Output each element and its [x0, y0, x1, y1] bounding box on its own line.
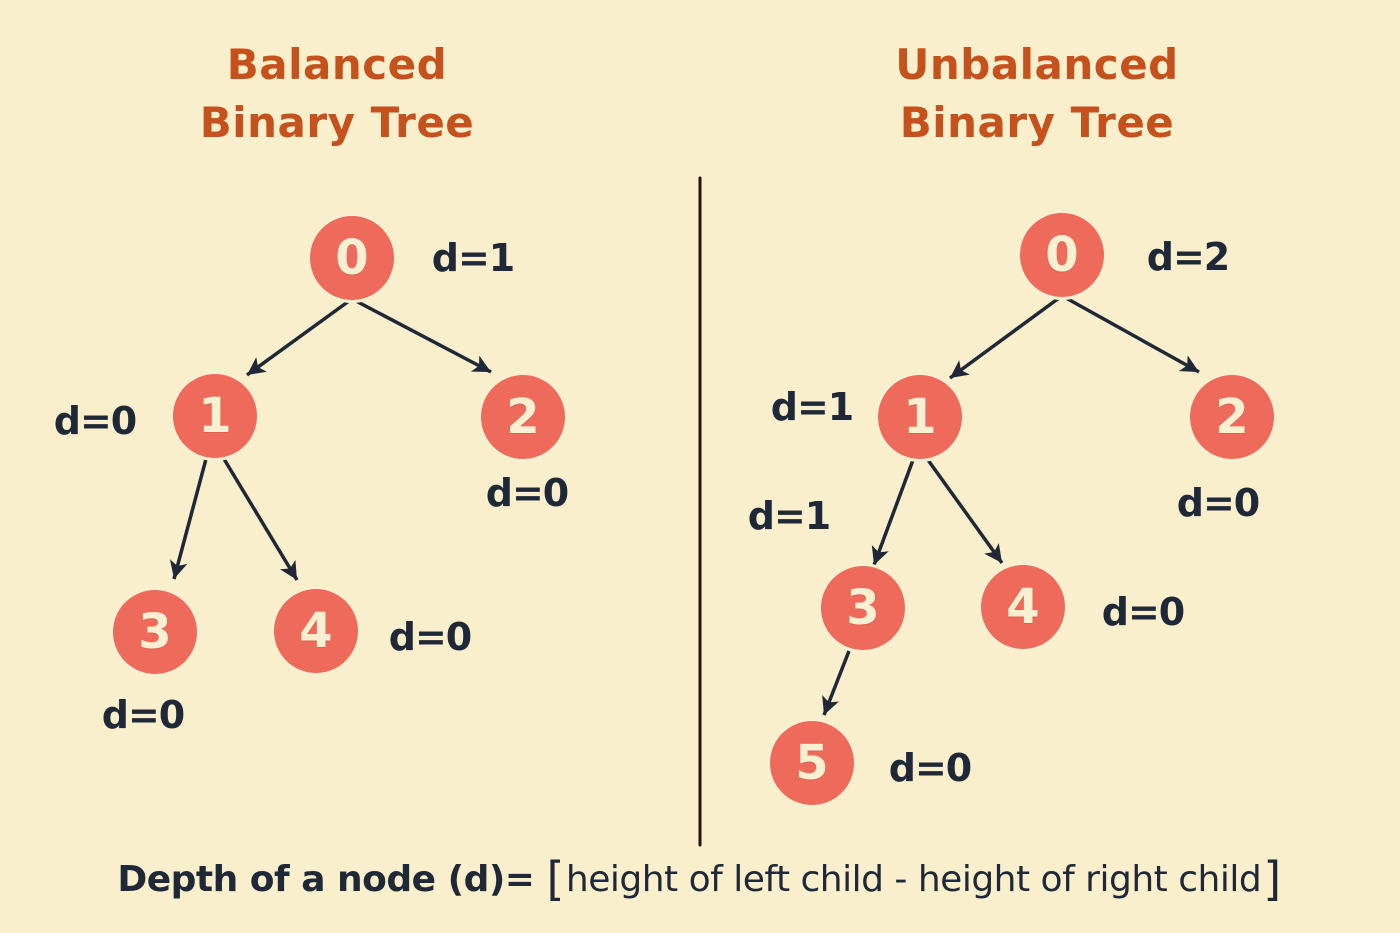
- balanced-title-line2: Binary Tree: [199, 98, 475, 147]
- balanced-title-line1: Balanced: [226, 40, 448, 89]
- depth-label-unbalanced-1: d=1: [770, 385, 854, 429]
- balanced-node-4: 4: [271, 586, 361, 676]
- unbalanced-node-2: 2: [1187, 372, 1277, 462]
- depth-label-balanced-0: d=1: [431, 236, 515, 280]
- edge-unbalanced-0-1: [948, 296, 1061, 380]
- node-value: 0: [335, 230, 369, 286]
- edge-unbalanced-1-4: [926, 458, 1004, 565]
- formula-body: height of left child - height of right c…: [565, 859, 1262, 900]
- depth-label-unbalanced-3: d=1: [747, 494, 831, 538]
- edge-balanced-1-3: [169, 458, 208, 580]
- unbalanced-node-1: 1: [875, 372, 965, 462]
- depth-label-balanced-3: d=0: [101, 693, 185, 737]
- node-value: 1: [903, 389, 937, 445]
- unbalanced-node-5: 5: [767, 718, 857, 808]
- node-value: 2: [1215, 389, 1249, 445]
- edge-unbalanced-1-3: [871, 459, 915, 566]
- unbalanced-tree-title: Unbalanced Binary Tree: [777, 36, 1297, 152]
- depth-label-unbalanced-4: d=0: [1101, 590, 1185, 634]
- edge-balanced-0-2: [355, 299, 492, 374]
- formula-lhs: Depth of a node (d)=: [117, 859, 535, 900]
- balanced-node-2: 2: [478, 372, 568, 462]
- balanced-node-3: 3: [110, 587, 200, 677]
- depth-label-balanced-1: d=0: [53, 399, 137, 443]
- node-value: 2: [506, 389, 540, 445]
- unbalanced-node-3: 3: [818, 563, 908, 653]
- balanced-node-1: 1: [170, 371, 260, 461]
- balanced-tree-title: Balanced Binary Tree: [77, 36, 597, 152]
- depth-label-unbalanced-0: d=2: [1146, 235, 1230, 279]
- balanced-node-0: 0: [307, 213, 397, 303]
- depth-label-unbalanced-2: d=0: [1176, 481, 1260, 525]
- edge-unbalanced-0-2: [1065, 296, 1200, 374]
- edge-balanced-1-4: [222, 458, 299, 581]
- edge-balanced-0-1: [245, 299, 351, 377]
- node-value: 5: [795, 735, 829, 791]
- node-value: 0: [1045, 227, 1079, 283]
- unbalanced-title-line1: Unbalanced: [895, 40, 1179, 89]
- depth-label-unbalanced-5: d=0: [888, 746, 972, 790]
- node-value: 1: [198, 388, 232, 444]
- unbalanced-node-4: 4: [978, 562, 1068, 652]
- node-value: 3: [846, 580, 880, 636]
- formula-open-bracket: [: [546, 852, 564, 906]
- unbalanced-node-0: 0: [1017, 210, 1107, 300]
- depth-label-balanced-2: d=0: [485, 471, 569, 515]
- node-value: 4: [1006, 579, 1040, 635]
- depth-label-balanced-4: d=0: [388, 615, 472, 659]
- edge-unbalanced-3-5: [822, 650, 851, 716]
- depth-formula: Depth of a node (d)= [height of left chil…: [0, 852, 1400, 906]
- node-value: 4: [299, 603, 333, 659]
- node-value: 3: [138, 604, 172, 660]
- formula-close-bracket: ]: [1263, 852, 1281, 906]
- unbalanced-title-line2: Binary Tree: [899, 98, 1175, 147]
